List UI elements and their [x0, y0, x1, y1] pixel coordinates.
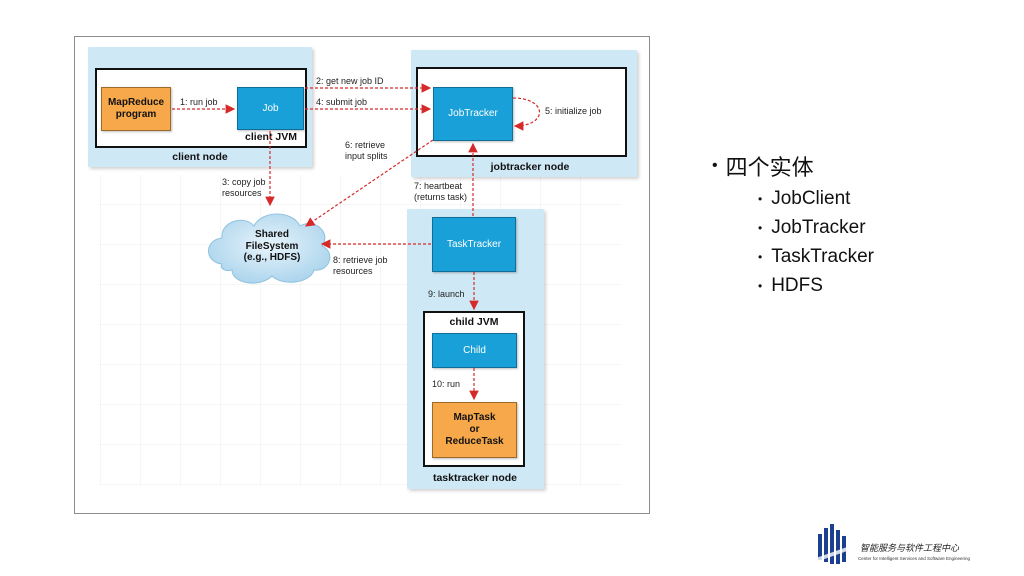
child-box: Child: [432, 333, 517, 368]
entity-list-title: 四个实体: [725, 155, 814, 180]
entity-item-label: JobTracker: [771, 217, 866, 238]
job-box: Job: [237, 87, 304, 130]
entity-item: • JobTracker: [758, 217, 874, 239]
arrow-retrieve-splits: [305, 139, 434, 227]
mapreduce-program-box: MapReduce program: [101, 87, 171, 131]
bullet-icon: •: [758, 221, 763, 235]
step-8-label: 8: retrieve job resources: [333, 255, 388, 276]
bullet-icon: •: [758, 250, 763, 264]
step-4-label: 4: submit job: [316, 97, 368, 107]
jobtracker-node-label: jobtracker node: [490, 161, 570, 173]
step-6-label: 6: retrieve input splits: [345, 140, 388, 161]
entity-item: • JobClient: [758, 188, 874, 210]
step-7-label: 7: heartbeat (returns task): [414, 181, 468, 202]
bullet-icon: •: [758, 192, 763, 206]
center-logo-icon: [816, 524, 850, 564]
client-jvm-label: client JVM: [245, 131, 297, 143]
logo-english-name: Center for Intelligent Services and Soft…: [858, 556, 971, 561]
bullet-icon: •: [712, 157, 718, 174]
bullet-icon: •: [758, 279, 763, 293]
shared-filesystem-label: Shared FileSystem (e.g., HDFS): [243, 229, 301, 263]
step-1-label: 1: run job: [180, 97, 218, 107]
tasktracker-node-label: tasktracker node: [432, 472, 518, 484]
entity-item: • HDFS: [758, 275, 874, 297]
entity-item-label: TaskTracker: [771, 246, 874, 267]
entity-item: • TaskTracker: [758, 246, 874, 268]
entity-item-label: HDFS: [771, 275, 823, 296]
step-5-label: 5: initialize job: [545, 106, 602, 116]
jobtracker-box: JobTracker: [433, 87, 513, 141]
step-3-label: 3: copy job resources: [222, 177, 266, 198]
entity-list-heading: • 四个实体: [712, 150, 874, 182]
step-10-label: 10: run: [432, 379, 461, 389]
tasktracker-box: TaskTracker: [432, 217, 516, 272]
arrow-initialize-job: [512, 97, 541, 131]
step-2-label: 2: get new job ID: [316, 76, 384, 86]
logo-chinese-name: 智能服务与软件工程中心: [860, 544, 960, 554]
entity-item-label: JobClient: [771, 188, 851, 209]
entity-list: • 四个实体 • JobClient • JobTracker • TaskTrack…: [712, 150, 874, 304]
maptask-box: MapTask or ReduceTask: [432, 402, 517, 458]
step-9-label: 9: launch: [428, 289, 465, 299]
client-node-label: client node: [172, 151, 228, 163]
child-jvm-label: child JVM: [449, 316, 499, 328]
